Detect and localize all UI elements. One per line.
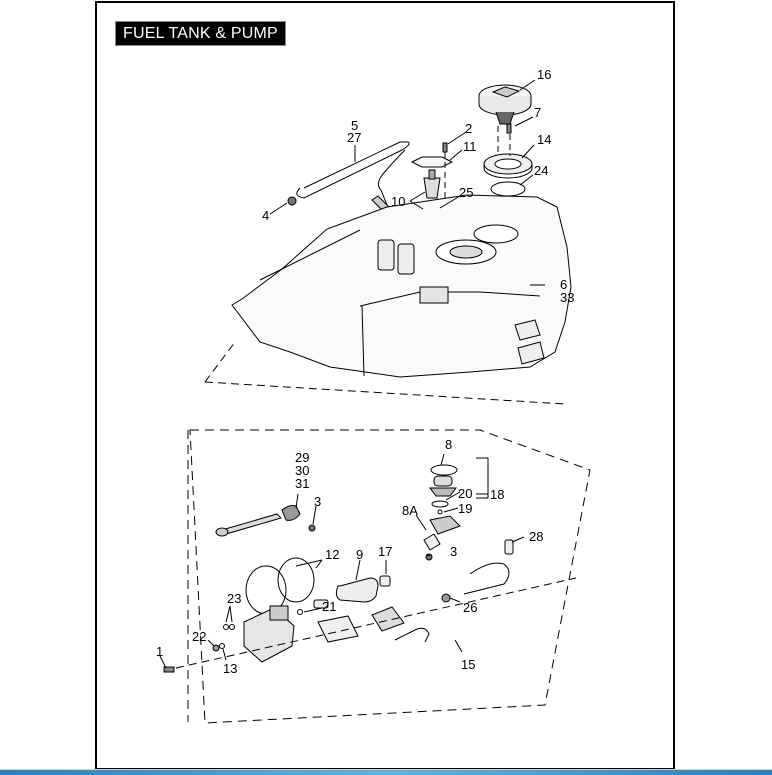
o-ring-24 <box>490 181 526 197</box>
o-ring-23a <box>223 624 229 630</box>
callout-27: 27 <box>347 130 362 145</box>
callout-8: 8 <box>445 437 453 452</box>
screw-7 <box>506 123 512 134</box>
callout-30: 30 <box>295 463 310 478</box>
callout-24: 24 <box>534 163 549 178</box>
valve-10 <box>423 169 441 199</box>
callout-8A: 8A <box>402 503 418 518</box>
callout-13: 13 <box>223 661 238 676</box>
leader-lines <box>159 79 545 669</box>
nut-4 <box>287 196 297 206</box>
callout-19: 19 <box>458 501 473 516</box>
callout-17: 17 <box>378 544 393 559</box>
pump-bracket-part <box>317 615 359 643</box>
fuel-pump-part <box>371 606 405 632</box>
callout-2: 2 <box>465 121 473 136</box>
callout-33: 33 <box>560 290 575 305</box>
callout-23: 23 <box>227 591 242 606</box>
callout-16: 16 <box>537 67 552 82</box>
filler-ring-part <box>483 153 533 179</box>
fuel-hose-part <box>463 562 510 595</box>
fitting-8a <box>423 533 441 551</box>
o-ring-8 <box>430 464 458 476</box>
callout-21: 21 <box>322 599 337 614</box>
bracket-18 <box>476 457 489 499</box>
callout-3b: 3 <box>450 544 458 559</box>
viewer-bottom-bar <box>0 769 772 775</box>
pressure-regulator-part <box>429 475 457 497</box>
callout-18: 18 <box>490 487 505 502</box>
diagram-title: FUEL TANK & PUMP <box>115 21 286 46</box>
fitting-17 <box>379 575 391 587</box>
callout-7: 7 <box>534 105 542 120</box>
callout-26: 26 <box>463 600 478 615</box>
callout-22: 22 <box>192 629 207 644</box>
o-ring-13 <box>219 643 225 649</box>
diagram-frame <box>95 1 675 770</box>
callout-29: 29 <box>295 450 310 465</box>
fuel-cap-part <box>478 84 532 125</box>
regulator-housing-part <box>429 515 461 535</box>
o-ring-19 <box>437 509 443 515</box>
nut-3a <box>308 524 316 532</box>
nut-26 <box>441 593 451 603</box>
callout-11: 11 <box>463 139 477 154</box>
screw-2 <box>442 142 448 153</box>
callout-1: 1 <box>156 644 164 659</box>
pump-hose <box>394 627 430 643</box>
callout-9: 9 <box>356 547 364 562</box>
callout-25: 25 <box>459 185 474 200</box>
callout-10: 10 <box>391 194 406 209</box>
pump-housing-part <box>243 605 295 663</box>
washer-22 <box>212 644 220 652</box>
fuel-tank-part <box>231 194 572 378</box>
callout-14: 14 <box>537 132 552 147</box>
o-ring-20 <box>431 500 449 508</box>
o-ring-21 <box>297 609 303 615</box>
callout-5: 5 <box>351 118 359 133</box>
fuel-filter-part <box>335 577 379 603</box>
gasket-11 <box>410 156 454 168</box>
o-ring-23b <box>229 624 235 630</box>
callout-6: 6 <box>560 277 568 292</box>
callout-31: 31 <box>295 476 310 491</box>
screw-1 <box>163 666 175 673</box>
o-ring-12b <box>277 557 315 603</box>
callout-15: 15 <box>461 657 476 672</box>
callout-12: 12 <box>325 547 340 562</box>
callout-28: 28 <box>529 529 544 544</box>
callout-20: 20 <box>458 486 473 501</box>
callout-3a: 3 <box>314 494 322 509</box>
callout-4: 4 <box>262 208 270 223</box>
fitting-28 <box>504 539 514 555</box>
fuel-level-sender-part <box>215 505 301 537</box>
